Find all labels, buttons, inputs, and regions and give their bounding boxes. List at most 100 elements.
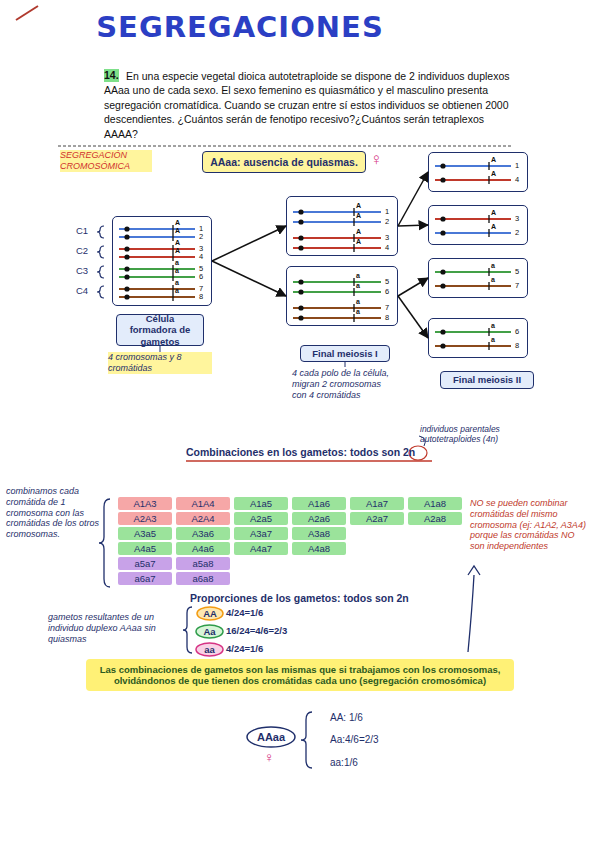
locus-mark <box>353 278 354 286</box>
exercise-number: 14. <box>104 69 119 82</box>
locus-mark <box>488 162 489 170</box>
chromatid-line <box>435 271 511 273</box>
node-text: AA <box>203 608 217 619</box>
locus-mark <box>172 233 173 241</box>
genotype-circle: Aa <box>195 624 224 639</box>
meiosis-i-cell: A1A2A3A4 <box>286 196 398 256</box>
allele-label: A <box>491 209 496 217</box>
allele-label: A <box>491 170 496 178</box>
meiosis-i-cell: a5a6a7a8 <box>286 266 398 326</box>
chromatid-number: 5 <box>515 267 519 276</box>
chromatid-number: 4 <box>515 175 519 184</box>
chromatid-line <box>435 179 511 181</box>
allele-label: A <box>491 223 496 231</box>
chromatid-number: 3 <box>385 233 389 242</box>
chromatid-line <box>293 291 381 293</box>
flow-arrow <box>398 296 428 338</box>
meiosis-ii-cell: a6a8 <box>428 318 528 358</box>
table-cell: A1a8 <box>408 497 462 510</box>
chromatid-number: 8 <box>385 313 389 322</box>
centromere-dot <box>298 219 303 224</box>
caption-box: Célula formadora de gametos <box>116 314 204 346</box>
chromatid-line <box>119 288 195 290</box>
allele-label: a <box>491 262 495 270</box>
allele-label: A <box>356 228 361 236</box>
section-note: SEGREGACIÓN CROMOSÓMICA <box>60 150 152 172</box>
locus-mark <box>488 282 489 290</box>
meiosis-ii-cell: A1A4 <box>428 152 528 192</box>
chromosome-label: C2 <box>76 245 88 256</box>
separator-line <box>58 146 512 147</box>
node-text: AAaa <box>257 731 285 743</box>
table-cell: A4a5 <box>118 542 172 555</box>
page-title: SEGREGACIONES <box>0 10 480 45</box>
locus-mark <box>488 229 489 237</box>
chromatid-drawing <box>429 206 526 243</box>
locus-mark <box>172 225 173 233</box>
locus-mark <box>353 288 354 296</box>
chromatid-number: 4 <box>199 252 203 261</box>
flow-arrow <box>398 172 428 226</box>
note-arrow <box>468 575 474 652</box>
locus-mark <box>353 208 354 216</box>
allele-label: A <box>175 239 180 247</box>
table-cell: A4a8 <box>292 542 346 555</box>
locus-mark <box>172 245 173 253</box>
leader-line <box>345 362 346 367</box>
allele-label: a <box>356 282 360 290</box>
allele-label: a <box>356 272 360 280</box>
proportion-value: aa:1/6 <box>330 757 358 769</box>
chromosome-label: C4 <box>76 285 88 296</box>
chromatid-number: 2 <box>199 232 203 241</box>
handwritten-note: 4 cada polo de la célula, migran 2 cromo… <box>292 368 396 400</box>
centromere-dot <box>440 163 445 168</box>
chromatid-number: 3 <box>199 244 203 253</box>
gamete-cell: A1A2A3A4a5a6a7a8 <box>112 216 212 306</box>
table-cell: A2a8 <box>408 512 462 525</box>
brace <box>183 607 192 653</box>
arrow-head <box>468 566 480 575</box>
chromatid-line <box>293 237 381 239</box>
chromatid-line <box>435 165 511 167</box>
allele-label: A <box>175 227 180 235</box>
locus-mark <box>488 215 489 223</box>
chromatid-line <box>435 331 511 333</box>
chromatid-number: 7 <box>199 284 203 293</box>
section-heading: Combinaciones en los gametos: todos son … <box>186 446 415 459</box>
chromatid-line <box>119 256 195 258</box>
brace <box>99 499 110 587</box>
condition-box: AAaa: ausencia de quiasmas. <box>202 151 366 173</box>
locus-mark <box>488 328 489 336</box>
table-cell: A1a7 <box>350 497 404 510</box>
table-cell: A1A3 <box>118 497 172 510</box>
chromatid-number: 7 <box>385 303 389 312</box>
chromatid-line <box>293 281 381 283</box>
ellipse-shape <box>196 643 223 656</box>
centromere-dot <box>440 343 445 348</box>
allele-label: a <box>491 322 495 330</box>
heading-underline <box>186 460 432 462</box>
chromatid-number: 4 <box>385 243 389 252</box>
table-cell: A2A4 <box>176 512 230 525</box>
chromatid-line <box>293 247 381 249</box>
allele-label: a <box>175 259 179 267</box>
table-cell: A3a5 <box>118 527 172 540</box>
chromatid-number: 7 <box>515 281 519 290</box>
centromere-dot <box>440 216 445 221</box>
pen-stroke <box>16 6 38 20</box>
handwritten-note: combinamos cada cromátida de 1 cromosoma… <box>6 486 102 540</box>
chromosome-label: C3 <box>76 265 88 276</box>
chromatid-drawing <box>429 153 526 190</box>
centromere-dot <box>440 329 445 334</box>
chromatid-number: 1 <box>385 207 389 216</box>
locus-mark <box>172 273 173 281</box>
handwritten-note: gametos resultantes de un individuo dupl… <box>48 612 176 644</box>
brace <box>97 226 104 238</box>
centromere-dot <box>124 286 129 291</box>
allele-label: a <box>356 298 360 306</box>
centromere-dot <box>298 245 303 250</box>
centromere-dot <box>440 230 445 235</box>
table-cell: a5a8 <box>176 557 230 570</box>
